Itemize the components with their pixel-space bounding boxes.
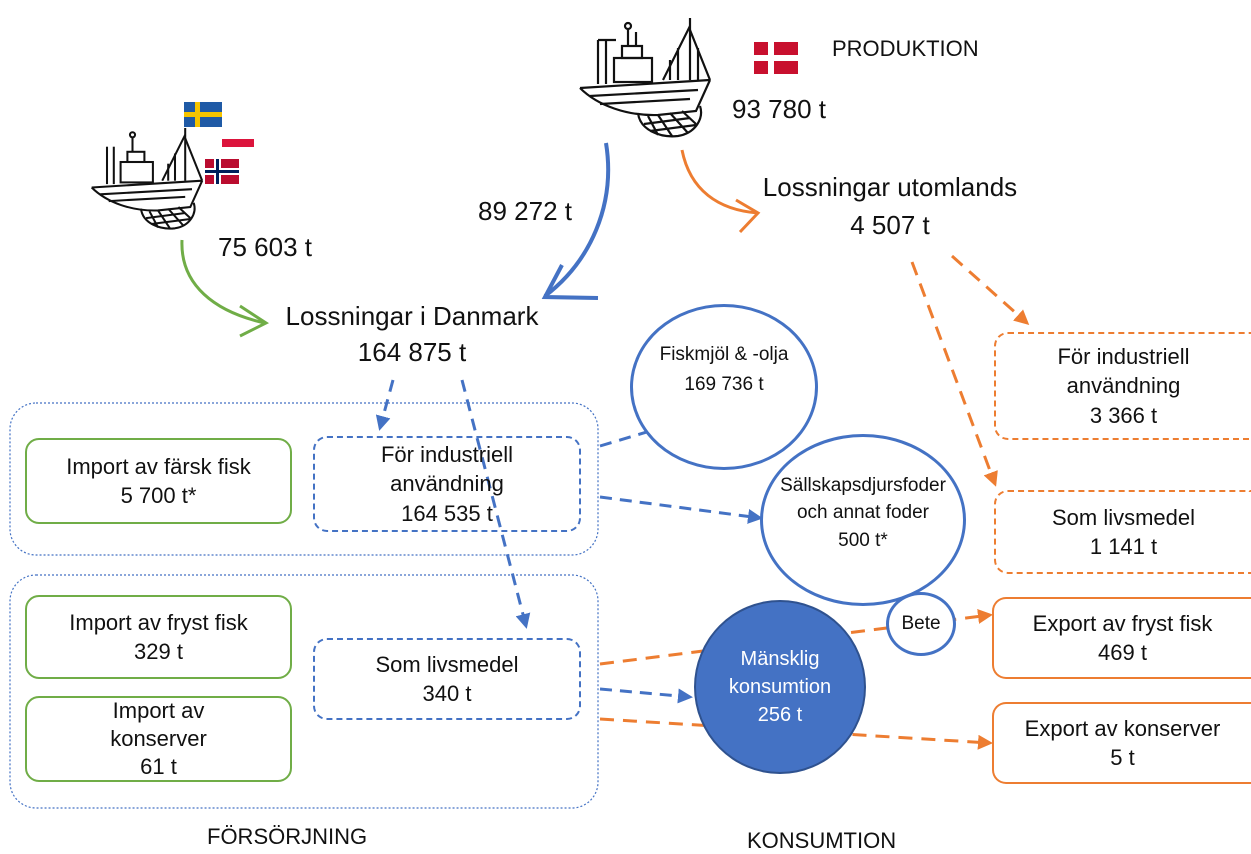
petfood-label-2: och annat foder bbox=[796, 502, 930, 524]
abroad-food-label: Som livsmedel bbox=[1051, 504, 1196, 530]
sweden-flag bbox=[184, 102, 222, 127]
import-fresh-fish-value: 5 700 t* bbox=[120, 483, 197, 508]
fishmeal-oil-value: 169 736 t bbox=[684, 374, 764, 395]
flow-industrial-to-fishmeal bbox=[599, 424, 663, 448]
flow-industrial-to-petfood bbox=[599, 495, 763, 524]
abroad-industrial-label: För industriell bbox=[1057, 344, 1190, 370]
import-canned-box: Import av konserver 61 t bbox=[25, 696, 292, 782]
petfood-label: Sällskapsdjursfoder bbox=[780, 474, 946, 496]
landings-abroad-value: 4 507 t bbox=[850, 210, 930, 240]
import-canned-label: Import av bbox=[112, 697, 205, 723]
petfood-value: 500 t* bbox=[838, 529, 888, 551]
abroad-food-box: Som livsmedel 1 141 t bbox=[994, 490, 1251, 574]
food-use-label: Som livsmedel bbox=[375, 651, 519, 677]
landings-denmark: Lossningar i Danmark 164 875 t bbox=[262, 298, 562, 370]
fishing-boat-icon bbox=[90, 128, 204, 230]
abroad-industrial-label-2: användning bbox=[1066, 373, 1181, 399]
export-canned-label: Export av konserver bbox=[1024, 715, 1221, 741]
import-frozen-fish-value: 329 t bbox=[134, 639, 183, 664]
landings-abroad: Lossningar utomlands 4 507 t bbox=[730, 168, 1050, 244]
norway-flag bbox=[205, 159, 239, 184]
danish-landings-arrow bbox=[543, 142, 611, 298]
food-use-box: Som livsmedel 340 t bbox=[313, 638, 581, 720]
human-consumption-value: 256 t bbox=[757, 704, 803, 726]
import-frozen-fish-box: Import av fryst fisk 329 t bbox=[25, 595, 292, 679]
human-consumption-label-2: konsumtion bbox=[728, 676, 832, 698]
fishmeal-oil-circle: Fiskmjöl & -olja 169 736 t bbox=[630, 304, 818, 470]
landings-denmark-title: Lossningar i Danmark bbox=[285, 301, 539, 331]
export-canned-box: Export av konserver 5 t bbox=[992, 702, 1251, 784]
bait-label: Bete bbox=[901, 613, 941, 634]
export-frozen-box: Export av fryst fisk 469 t bbox=[992, 597, 1251, 679]
industrial-use-box: För industriell användning 164 535 t bbox=[313, 436, 581, 532]
flow-landing-to-food bbox=[460, 379, 531, 629]
foreign-landings-arrow bbox=[180, 239, 266, 325]
export-frozen-value: 469 t bbox=[1098, 640, 1147, 665]
import-frozen-fish-label: Import av fryst fisk bbox=[69, 609, 248, 635]
foreign-landings-value: 75 603 t bbox=[218, 232, 312, 262]
abroad-industrial-box: För industriell användning 3 366 t bbox=[994, 332, 1251, 440]
flow-abroad-to-food bbox=[910, 261, 998, 487]
flow-food-to-human bbox=[599, 687, 693, 704]
industrial-use-label-2: användning bbox=[390, 471, 504, 497]
supply-group-industrial bbox=[9, 402, 599, 556]
landings-abroad-title: Lossningar utomlands bbox=[762, 172, 1018, 202]
fishmeal-oil-label: Fiskmjöl & -olja bbox=[659, 343, 789, 365]
production-total: 93 780 t bbox=[732, 94, 826, 124]
production-label: PRODUKTION bbox=[832, 36, 979, 61]
flow-landing-to-industrial bbox=[375, 379, 395, 431]
industrial-use-label: För industriell bbox=[380, 442, 514, 468]
import-fresh-fish-label: Import av färsk fisk bbox=[66, 453, 251, 479]
denmark-flag bbox=[754, 42, 798, 74]
human-consumption-label: Mänsklig bbox=[740, 648, 820, 670]
supply-footer-label: FÖRSÖRJNING bbox=[207, 824, 368, 849]
poland-flag bbox=[222, 132, 254, 147]
import-canned-value: 61 t bbox=[140, 754, 177, 780]
food-use-value: 340 t bbox=[422, 681, 472, 706]
landings-denmark-value: 164 875 t bbox=[357, 337, 467, 367]
danish-landings-flow-value: 89 272 t bbox=[478, 196, 572, 226]
abroad-food-value: 1 141 t bbox=[1089, 534, 1158, 559]
export-canned-value: 5 t bbox=[1110, 745, 1135, 770]
export-frozen-label: Export av fryst fisk bbox=[1032, 610, 1213, 636]
petfood-circle: Sällskapsdjursfoder och annat foder 500 … bbox=[760, 434, 966, 606]
supply-group-food bbox=[9, 574, 599, 809]
abroad-landings-arrow bbox=[680, 149, 759, 215]
industrial-use-value: 164 535 t bbox=[401, 500, 493, 526]
abroad-industrial-value: 3 366 t bbox=[1089, 402, 1158, 428]
human-consumption-circle: Mänsklig konsumtion 256 t bbox=[694, 600, 866, 774]
bait-circle: Bete bbox=[886, 592, 956, 656]
fishing-boat-icon bbox=[579, 18, 712, 138]
flow-abroad-to-industrial bbox=[951, 254, 1030, 325]
consumption-footer-label: KONSUMTION bbox=[747, 828, 897, 853]
import-canned-label-2: konserver bbox=[110, 725, 207, 751]
import-fresh-fish-box: Import av färsk fisk 5 700 t* bbox=[25, 438, 292, 524]
